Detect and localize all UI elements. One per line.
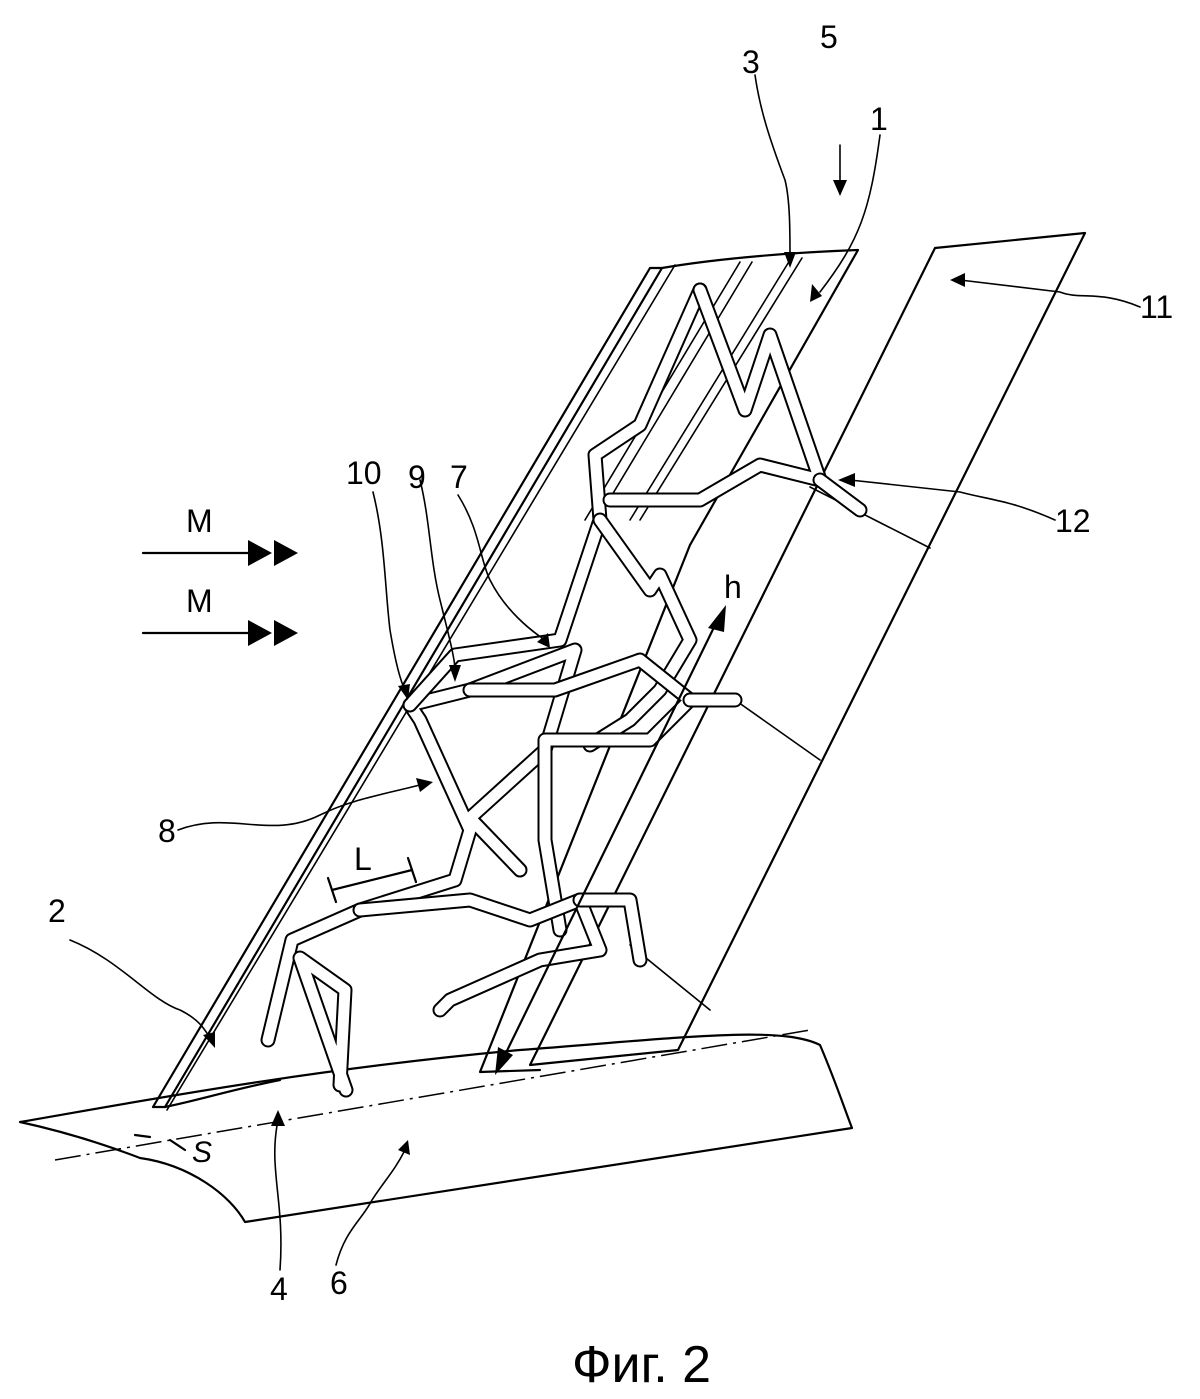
label-l: L — [354, 841, 372, 877]
label-s: S — [192, 1136, 212, 1169]
leader-lines — [69, 74, 1141, 1271]
label-12: 12 — [1055, 503, 1091, 539]
label-6: 6 — [330, 1265, 348, 1301]
lattice-struts — [260, 282, 868, 1098]
label-10: 10 — [346, 455, 382, 491]
label-m-upper: M — [186, 503, 213, 539]
label-m-lower: M — [186, 583, 213, 619]
base-centerline — [54, 1029, 811, 1161]
label-7: 7 — [450, 459, 468, 495]
label-5: 5 — [820, 19, 838, 55]
label-3: 3 — [742, 44, 760, 80]
fin-structure — [151, 248, 860, 1111]
label-1: 1 — [870, 101, 888, 137]
base-body — [18, 1029, 854, 1224]
reference-labels: 3 5 1 11 12 9 7 10 8 2 4 6 M M h L S Фиг… — [48, 19, 1173, 1394]
label-9: 9 — [408, 459, 426, 495]
label-11: 11 — [1140, 289, 1173, 325]
label-2: 2 — [48, 893, 66, 929]
label-8: 8 — [158, 813, 176, 849]
label-h: h — [724, 569, 742, 605]
flow-arrows — [141, 540, 298, 646]
dimension-arrows — [133, 605, 726, 1152]
figure-caption: Фиг. 2 — [572, 1336, 711, 1394]
label-4: 4 — [270, 1271, 288, 1307]
trailing-flap — [528, 231, 1087, 1067]
